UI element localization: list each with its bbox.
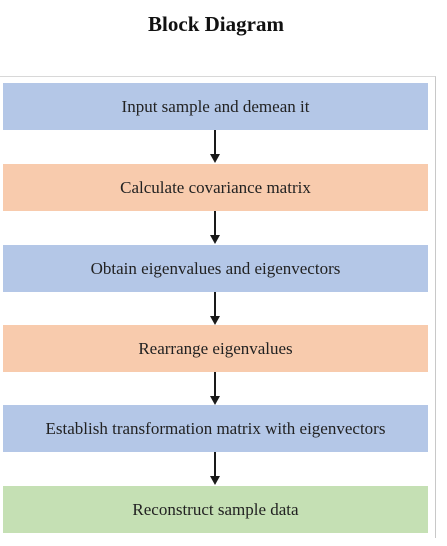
step-rearrange: Rearrange eigenvalues [3, 325, 428, 372]
diagram-frame [0, 76, 436, 538]
step-covariance: Calculate covariance matrix [3, 164, 428, 211]
step-reconstruct: Reconstruct sample data [3, 486, 428, 533]
arrow-down-3 [209, 292, 221, 326]
diagram-title: Block Diagram [148, 12, 284, 36]
step-eigen: Obtain eigenvalues and eigenvectors [3, 245, 428, 292]
arrow-down-2 [209, 211, 221, 245]
step-input-sample: Input sample and demean it [3, 83, 428, 130]
step-label: Obtain eigenvalues and eigenvectors [90, 258, 341, 278]
step-label: Rearrange eigenvalues [138, 338, 293, 358]
arrow-down-1 [209, 130, 221, 164]
step-label: Input sample and demean it [121, 96, 310, 116]
step-label: Reconstruct sample data [132, 499, 299, 519]
step-label: Calculate covariance matrix [120, 177, 311, 197]
arrow-down-4 [209, 372, 221, 406]
step-transformation-matrix: Establish transformation matrix with eig… [3, 405, 428, 452]
arrow-down-5 [209, 452, 221, 486]
step-label: Establish transformation matrix with eig… [45, 418, 386, 438]
